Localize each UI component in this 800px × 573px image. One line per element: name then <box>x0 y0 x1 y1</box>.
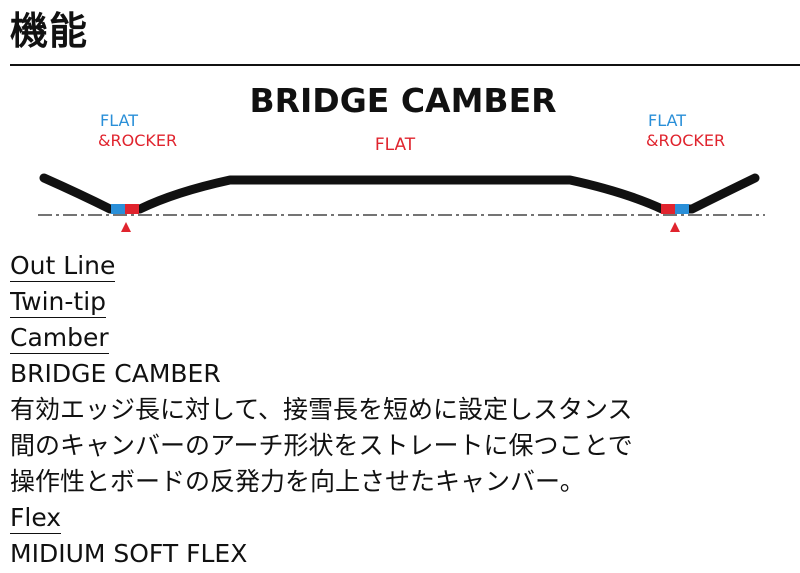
left-flat-segment <box>111 204 125 214</box>
camber-label: Camber <box>10 323 109 354</box>
outline-value-row: Twin-tip <box>10 284 798 320</box>
camber-description: 有効エッジ長に対して、接雪長を短めに設定しスタンス 間のキャンバーのアーチ形状を… <box>10 392 798 500</box>
section-heading: 機能 <box>10 9 89 53</box>
diagram-title: BRIDGE CAMBER <box>249 81 556 120</box>
camber-desc-line-1: 有効エッジ長に対して、接雪長を短めに設定しスタンス <box>10 395 633 424</box>
flex-label: Flex <box>10 503 62 534</box>
left-rocker-segment <box>125 204 139 214</box>
flex-value-row: MIDIUM SOFT FLEX <box>10 536 798 572</box>
camber-value-row: BRIDGE CAMBER <box>10 356 798 392</box>
right-rocker-segment <box>661 204 675 214</box>
camber-profile-diagram: BRIDGE CAMBER FLAT &ROCKER FLAT FLAT &RO… <box>38 81 765 232</box>
outline-row: Out Line <box>10 248 798 284</box>
camber-desc-line-2: 間のキャンバーのアーチ形状をストレートに保つことで <box>10 431 633 460</box>
flex-row: Flex <box>10 500 798 536</box>
left-flat-label: FLAT <box>100 111 138 130</box>
spec-list: Out Line Twin-tip Camber BRIDGE CAMBER 有… <box>10 248 798 572</box>
right-contact-triangle <box>670 222 680 232</box>
heading-divider <box>10 64 800 66</box>
right-rocker-label: &ROCKER <box>646 131 725 150</box>
camber-desc-line-3: 操作性とボードの反発力を向上させたキャンバー。 <box>10 467 585 496</box>
right-flat-label: FLAT <box>648 111 686 130</box>
camber-value: BRIDGE CAMBER <box>10 359 221 388</box>
left-rocker-label: &ROCKER <box>98 131 177 150</box>
outline-label: Out Line <box>10 251 116 282</box>
board-profile <box>39 173 760 214</box>
camber-row: Camber <box>10 320 798 356</box>
right-flat-segment <box>675 204 689 214</box>
left-contact-triangle <box>121 222 131 232</box>
outline-value: Twin-tip <box>10 287 107 318</box>
flex-value: MIDIUM SOFT FLEX <box>10 539 248 568</box>
center-flat-label: FLAT <box>375 135 416 155</box>
